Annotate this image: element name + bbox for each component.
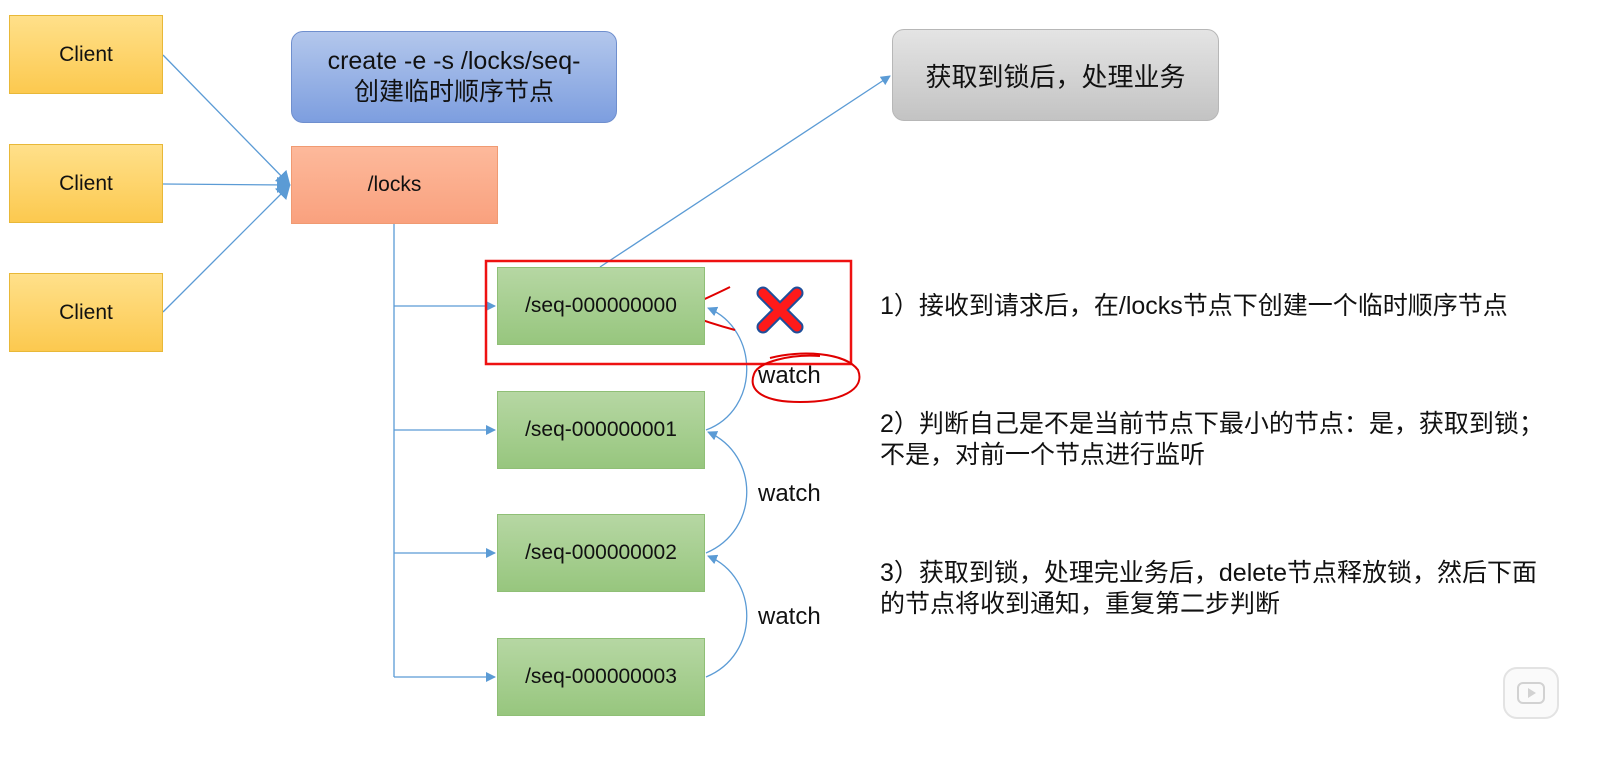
handwritten-circle-mark (751, 352, 861, 404)
video-player-icon[interactable] (1503, 667, 1559, 719)
step-note-2: 2）判断自己是不是当前节点下最小的节点：是，获取到锁；不是，对前一个节点进行监听 (880, 410, 1544, 469)
result-text: 获取到锁后，处理业务 (925, 61, 1186, 92)
seq-node-label: /seq-000000003 (525, 665, 677, 688)
watch-label-3: watch (758, 603, 821, 630)
locks-tree-connectors (393, 224, 496, 682)
acquire-lock-result-box: 获取到锁后，处理业务 (892, 29, 1219, 121)
seq-node-0: /seq-000000000 (497, 267, 705, 345)
client-box-2: Client (9, 144, 163, 223)
client-box-3: Client (9, 273, 163, 352)
red-x-icon (756, 286, 804, 334)
command-description: 创建临时顺序节点 (353, 78, 554, 106)
command-text: create -e -s /locks/seq- (327, 47, 581, 75)
step-note-3: 3）获取到锁，处理完业务后，delete节点释放锁，然后下面的节点将收到通知，重… (880, 559, 1538, 618)
watch-label-1: watch (758, 362, 821, 389)
watch-label-2: watch (758, 480, 821, 507)
seq-node-label: /seq-000000001 (525, 418, 677, 441)
locks-root-node: /locks (291, 146, 498, 224)
play-icon (1517, 682, 1545, 704)
create-command-box: create -e -s /locks/seq- 创建临时顺序节点 (291, 31, 617, 123)
client-label: Client (59, 171, 113, 195)
seq-node-label: /seq-000000002 (525, 541, 677, 564)
step-note-1: 1）接收到请求后，在/locks节点下创建一个临时顺序节点 (880, 292, 1508, 320)
seq0-to-result-arrow (599, 75, 891, 268)
client-label: Client (59, 300, 113, 324)
watch-curves (705, 306, 748, 678)
seq-node-1: /seq-000000001 (497, 391, 705, 469)
seq-node-2: /seq-000000002 (497, 514, 705, 592)
highlight-box (484, 259, 853, 366)
seq-node-label: /seq-000000000 (525, 294, 677, 317)
seq-node-3: /seq-000000003 (497, 638, 705, 716)
client-to-locks-arrows (162, 54, 291, 313)
client-label: Client (59, 42, 113, 66)
client-box-1: Client (9, 15, 163, 94)
locks-node-label: /locks (367, 173, 422, 196)
